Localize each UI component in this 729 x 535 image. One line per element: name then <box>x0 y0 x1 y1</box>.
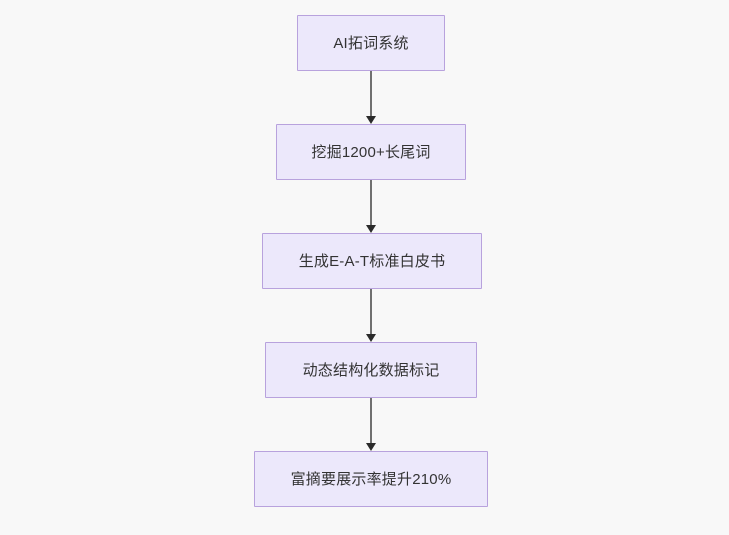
arrow-down-icon <box>366 225 376 233</box>
edge-line <box>370 289 372 334</box>
flowchart-node-label: 挖掘1200+长尾词 <box>311 143 431 161</box>
flowchart-node-label: AI拓词系统 <box>333 34 409 52</box>
arrow-down-icon <box>366 116 376 124</box>
flowchart-node-n3[interactable]: 生成E-A-T标准白皮书 <box>262 233 482 289</box>
arrow-down-icon <box>366 443 376 451</box>
edge-line <box>370 398 372 443</box>
flowchart-node-n5[interactable]: 富摘要展示率提升210% <box>254 451 488 507</box>
flowchart-node-n1[interactable]: AI拓词系统 <box>297 15 445 71</box>
flowchart-node-n4[interactable]: 动态结构化数据标记 <box>265 342 477 398</box>
arrow-down-icon <box>366 334 376 342</box>
flowchart-node-label: 动态结构化数据标记 <box>302 361 440 379</box>
edge-line <box>370 71 372 116</box>
flowchart-node-label: 生成E-A-T标准白皮书 <box>298 252 446 270</box>
flowchart-node-label: 富摘要展示率提升210% <box>290 470 452 488</box>
flowchart-node-n2[interactable]: 挖掘1200+长尾词 <box>276 124 466 180</box>
edge-line <box>370 180 372 225</box>
